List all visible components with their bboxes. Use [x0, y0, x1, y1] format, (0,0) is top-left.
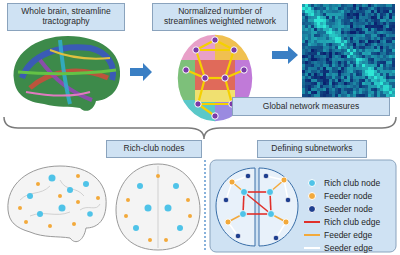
separator — [204, 160, 205, 252]
process-arrow — [272, 46, 298, 64]
header-box: Whole brain, streamline tractography — [7, 3, 125, 31]
legend-line-sample — [304, 234, 320, 236]
header-text: Normalized number of streamlines weighte… — [157, 7, 283, 27]
process-arrow — [130, 63, 152, 81]
header-box: Defining subnetworks — [257, 140, 367, 158]
legend-text: Rich club edge — [324, 217, 380, 227]
header-text: Global network measures — [263, 102, 359, 112]
header-text: Rich-club nodes — [124, 144, 185, 154]
legend-text: Seeder node — [324, 204, 373, 214]
rich-club-brain-sagittal — [8, 166, 106, 242]
legend-swatch — [308, 192, 316, 200]
header-text: Defining subnetworks — [271, 144, 352, 154]
connectivity-matrix — [302, 4, 395, 97]
legend-text: Rich club node — [324, 178, 380, 188]
header-box: Normalized number of streamlines weighte… — [152, 3, 288, 31]
subnetwork-panel — [210, 160, 396, 252]
legend-line-sample — [304, 221, 320, 223]
legend-swatch — [308, 179, 316, 187]
legend-text: Feeder edge — [324, 230, 372, 240]
header-box: Rich-club nodes — [106, 140, 202, 158]
tractography-brain — [14, 36, 121, 111]
matrix-cells — [302, 4, 395, 97]
subnetwork-diagram — [216, 168, 298, 246]
legend-swatch — [308, 205, 316, 213]
legend-text: Seeder edge — [324, 243, 373, 253]
rich-club-brain-axial — [116, 164, 200, 250]
legend-text: Feeder node — [324, 191, 372, 201]
header-box: Global network measures — [232, 97, 390, 116]
legend-line-sample — [304, 247, 320, 249]
curly-brace — [4, 117, 396, 139]
header-text: Whole brain, streamline tractography — [12, 7, 120, 27]
